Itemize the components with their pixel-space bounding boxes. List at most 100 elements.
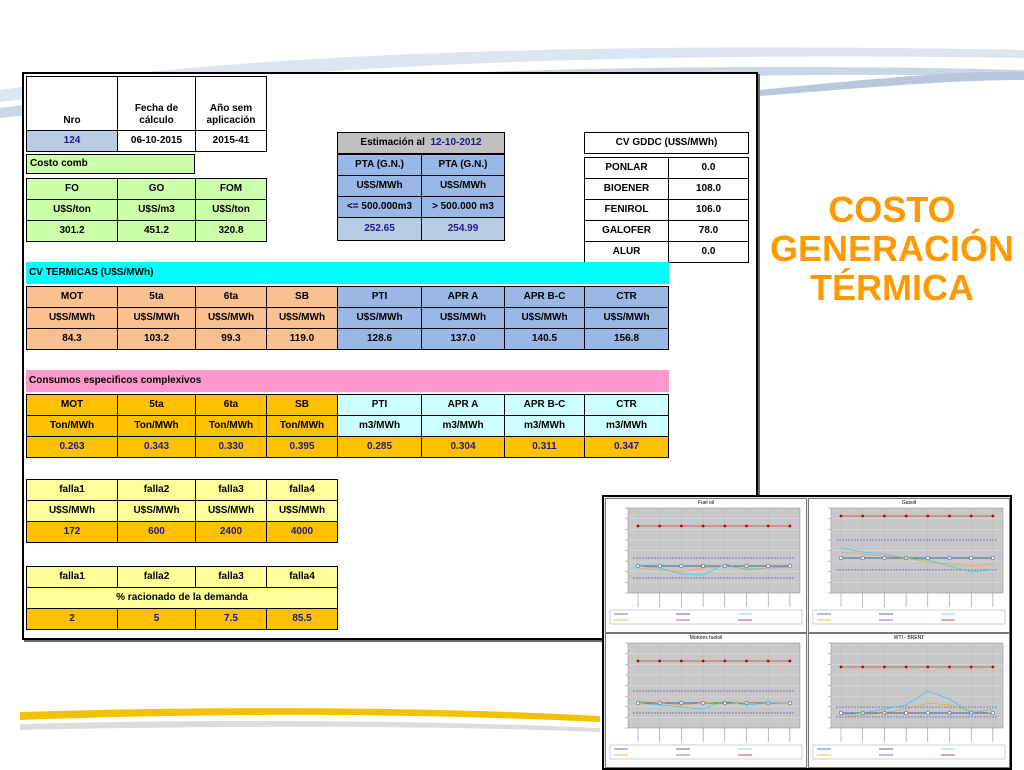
cv-termicas-unit: U$S/MWh — [584, 307, 669, 329]
chart-fuel-oil: Fuel oil — [605, 498, 807, 633]
chart-title: WTI - BRENT — [893, 635, 925, 641]
cv-gddc-value: 106.0 — [668, 199, 749, 221]
anio-header: Año sem aplicación — [195, 76, 267, 131]
nro-value: 124 — [26, 130, 118, 152]
costo-comb-value: 301.2 — [26, 220, 118, 242]
cv-gddc-title: CV GDDC (U$S/MWh) — [584, 132, 749, 154]
chart-motores-fueloil: Motores fueloil — [605, 633, 807, 768]
consumos-header: SB — [266, 394, 338, 416]
consumos-value: 0.395 — [266, 436, 338, 458]
cv-termicas-header: PTI — [337, 286, 422, 308]
racionado-value: 7.5 — [195, 608, 267, 630]
spreadsheet: Nro Fecha de cálculo Año sem aplicación … — [22, 72, 758, 640]
falla-value: 172 — [26, 521, 118, 543]
consumos-value: 0.330 — [195, 436, 267, 458]
consumos-value: 0.304 — [421, 436, 505, 458]
falla-value: 2400 — [195, 521, 267, 543]
pta-range: <= 500.000m3 — [337, 196, 422, 218]
pta-value: 252.65 — [337, 217, 422, 241]
nro-header: Nro — [26, 76, 118, 131]
cv-termicas-value: 103.2 — [117, 328, 196, 350]
pta-unit: U$S/MWh — [421, 175, 505, 197]
consumos-value: 0.347 — [584, 436, 669, 458]
cv-termicas-header: 5ta — [117, 286, 196, 308]
costo-comb-header-go: GO — [117, 178, 196, 200]
cv-termicas-header: MOT — [26, 286, 118, 308]
cv-termicas-value: 119.0 — [266, 328, 338, 350]
cv-termicas-unit: U$S/MWh — [337, 307, 422, 329]
cv-termicas-unit: U$S/MWh — [504, 307, 585, 329]
consumos-unit: Ton/MWh — [117, 415, 196, 437]
slide-title: COSTO GENERACIÓN TÉRMICA — [760, 190, 1024, 307]
cv-termicas-title: CV TERMICAS (U$S/MWh) — [26, 262, 669, 284]
cv-gddc-value: 0.0 — [668, 241, 749, 263]
cv-gddc-name: BIOENER — [584, 178, 669, 200]
consumos-header: APR A — [421, 394, 505, 416]
pta-header: PTA (G.N.) — [337, 154, 422, 176]
estimacion-header: Estimación al 12-10-2012 — [337, 132, 505, 154]
estimacion-date: 12-10-2012 — [430, 137, 482, 148]
costo-comb-header-fo: FO — [26, 178, 118, 200]
costo-comb-unit: U$S/m3 — [117, 199, 196, 221]
cv-gddc-name: ALUR — [584, 241, 669, 263]
costo-comb-label: Costo comb — [26, 154, 195, 174]
cv-termicas-value: 99.3 — [195, 328, 267, 350]
racionado-header: falla1 — [26, 566, 118, 588]
title-line: TÉRMICA — [810, 267, 974, 308]
chart-motores-plot — [609, 642, 803, 760]
cv-termicas-header: SB — [266, 286, 338, 308]
cv-termicas-value: 137.0 — [421, 328, 505, 350]
costo-comb-unit: U$S/ton — [26, 199, 118, 221]
racionado-header: falla4 — [266, 566, 338, 588]
pta-value: 254.99 — [421, 217, 505, 241]
cv-termicas-value: 84.3 — [26, 328, 118, 350]
cv-termicas-header: APR B-C — [504, 286, 585, 308]
chart-gasoil-plot — [812, 507, 1006, 625]
racionado-label: % racionado de la demanda — [26, 587, 338, 609]
consumos-value: 0.343 — [117, 436, 196, 458]
falla-unit: U$S/MWh — [117, 500, 196, 522]
racionado-value: 5 — [117, 608, 196, 630]
chart-fuel-oil-plot — [609, 507, 803, 625]
costo-comb-value: 451.2 — [117, 220, 196, 242]
falla-header: falla4 — [266, 479, 338, 501]
chart-gasoil: Gasoil — [808, 498, 1010, 633]
cv-termicas-value: 156.8 — [584, 328, 669, 350]
chart-wti-plot — [812, 642, 1006, 760]
falla-value: 600 — [117, 521, 196, 543]
cv-termicas-header: APR A — [421, 286, 505, 308]
consumos-unit: m3/MWh — [421, 415, 505, 437]
racionado-value: 2 — [26, 608, 118, 630]
cv-termicas-value: 128.6 — [337, 328, 422, 350]
racionado-header: falla3 — [195, 566, 267, 588]
consumos-header: PTI — [337, 394, 422, 416]
chart-wti-brent: WTI - BRENT — [808, 633, 1010, 768]
title-line: GENERACIÓN — [769, 228, 1015, 269]
consumos-unit: Ton/MWh — [195, 415, 267, 437]
consumos-unit: Ton/MWh — [266, 415, 338, 437]
chart-title: Motores fueloil — [689, 635, 723, 641]
cv-termicas-unit: U$S/MWh — [117, 307, 196, 329]
costo-comb-unit: U$S/ton — [195, 199, 267, 221]
consumos-header: CTR — [584, 394, 669, 416]
fecha-header: Fecha de cálculo — [117, 76, 196, 131]
consumos-header: 6ta — [195, 394, 267, 416]
costo-comb-header-fom: FOM — [195, 178, 267, 200]
consumos-header: MOT — [26, 394, 118, 416]
cv-gddc-value: 108.0 — [668, 178, 749, 200]
cv-termicas-unit: U$S/MWh — [266, 307, 338, 329]
consumos-value: 0.285 — [337, 436, 422, 458]
falla-unit: U$S/MWh — [26, 500, 118, 522]
cv-gddc-name: FENIROL — [584, 199, 669, 221]
consumos-unit: m3/MWh — [584, 415, 669, 437]
cv-gddc-name: GALOFER — [584, 220, 669, 242]
consumos-unit: Ton/MWh — [26, 415, 118, 437]
cv-gddc-value: 78.0 — [668, 220, 749, 242]
falla-header: falla2 — [117, 479, 196, 501]
consumos-header: 5ta — [117, 394, 196, 416]
consumos-value: 0.311 — [504, 436, 585, 458]
cv-termicas-unit: U$S/MWh — [195, 307, 267, 329]
falla-unit: U$S/MWh — [195, 500, 267, 522]
pta-range: > 500.000 m3 — [421, 196, 505, 218]
cv-termicas-unit: U$S/MWh — [421, 307, 505, 329]
